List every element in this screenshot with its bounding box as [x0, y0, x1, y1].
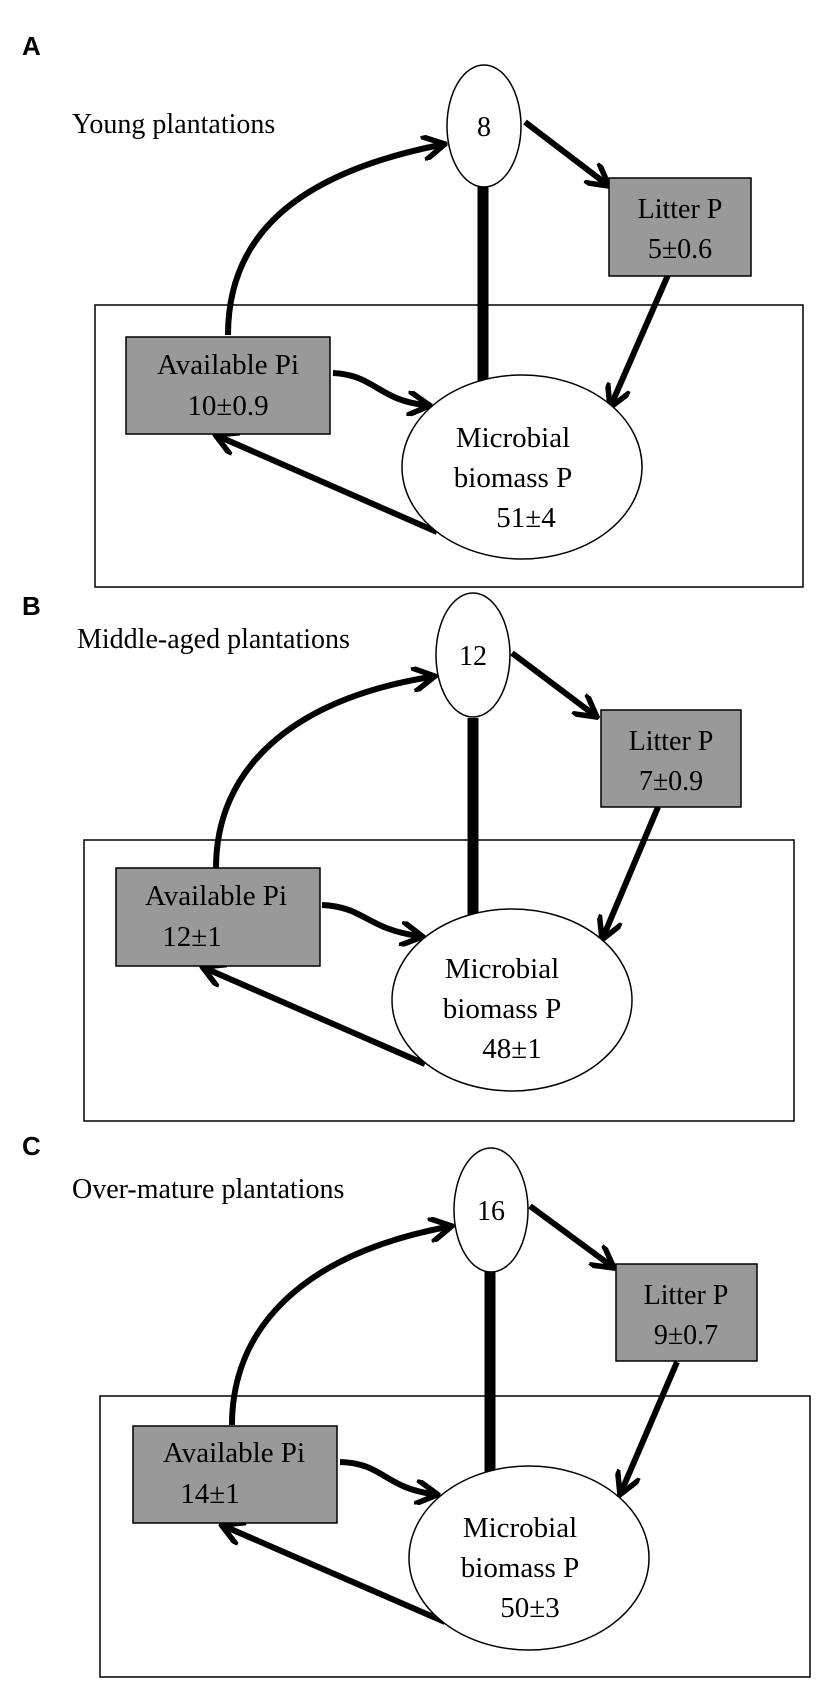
litter-p-value: 7±0.9	[639, 766, 703, 797]
microbial-biomass-node	[401, 374, 643, 560]
available-pi-label: Available Pi	[145, 880, 287, 912]
litter-p-label: Litter P	[644, 1280, 729, 1311]
uptake-node	[446, 64, 522, 188]
soil-compartment-box	[83, 839, 795, 1122]
litter-p-box	[615, 1263, 758, 1362]
panel-letter: A	[22, 31, 41, 61]
microbial-label-line1: Microbial	[456, 422, 570, 454]
microbial-value: 48±1	[482, 1033, 541, 1065]
litterfall-arrow	[523, 119, 605, 183]
litter-p-label: Litter P	[629, 726, 714, 757]
microbial-label-line2: biomass P	[454, 462, 572, 494]
litterfall-arrow	[528, 1203, 610, 1265]
mineralization-arrow	[207, 969, 427, 1067]
available-pi-value: 10±0.9	[187, 390, 268, 422]
panel-c: C Over-mature plantations 16 Litter P 9±…	[22, 1131, 811, 1678]
uptake-node	[435, 592, 511, 718]
uptake-arrow	[229, 1227, 447, 1426]
panel-title: Middle-aged plantations	[77, 624, 350, 655]
uptake-arrow	[225, 145, 440, 336]
panel-letter: C	[22, 1131, 41, 1161]
microbial-biomass-node	[408, 1465, 650, 1651]
mineralization-arrow	[220, 437, 439, 535]
available-pi-label: Available Pi	[163, 1437, 305, 1469]
litter-p-value: 5±0.6	[648, 234, 712, 265]
panel-letter: B	[22, 591, 41, 621]
microbial-label-line2: biomass P	[443, 993, 561, 1025]
panel-title: Over-mature plantations	[72, 1174, 344, 1205]
microbial-value: 50±3	[500, 1592, 559, 1624]
uptake-value: 12	[459, 641, 487, 672]
microbial-label-line1: Microbial	[463, 1512, 577, 1544]
uptake-value: 8	[477, 112, 491, 143]
litter-decomposition-arrow	[604, 805, 661, 935]
microbial-label-line2: biomass P	[461, 1552, 579, 1584]
soil-compartment-box	[94, 304, 804, 588]
litter-p-value: 9±0.7	[654, 1320, 718, 1351]
immobilization-arrow	[321, 902, 418, 936]
uptake-value: 16	[477, 1196, 505, 1227]
available-pi-value: 12±1	[162, 921, 221, 953]
microbial-biomass-node	[391, 908, 633, 1092]
microbial-value: 51±4	[496, 502, 556, 534]
available-pi-label: Available Pi	[157, 349, 299, 381]
litter-p-box	[600, 709, 742, 808]
uptake-arrow	[213, 677, 430, 869]
panel-a: A Young plantations 8 Litter P 5±0.6 Ava…	[22, 31, 804, 588]
panel-b: B Middle-aged plantations 12 Litter P 7±…	[22, 591, 795, 1122]
mineralization-arrow	[226, 1527, 447, 1625]
soil-compartment-box	[99, 1395, 811, 1678]
immobilization-arrow	[332, 370, 425, 405]
panel-title: Young plantations	[72, 109, 275, 140]
litter-decomposition-arrow	[622, 1360, 680, 1490]
available-pi-value: 14±1	[180, 1478, 239, 1510]
microbial-label-line1: Microbial	[445, 953, 559, 985]
uptake-node	[453, 1147, 529, 1273]
litter-p-label: Litter P	[638, 194, 723, 225]
litter-decomposition-arrow	[612, 273, 671, 403]
available-pi-box	[125, 336, 331, 435]
available-pi-box	[115, 867, 321, 967]
litter-p-box	[608, 177, 752, 277]
litterfall-arrow	[510, 650, 593, 714]
immobilization-arrow	[339, 1459, 433, 1494]
available-pi-box	[132, 1425, 338, 1524]
